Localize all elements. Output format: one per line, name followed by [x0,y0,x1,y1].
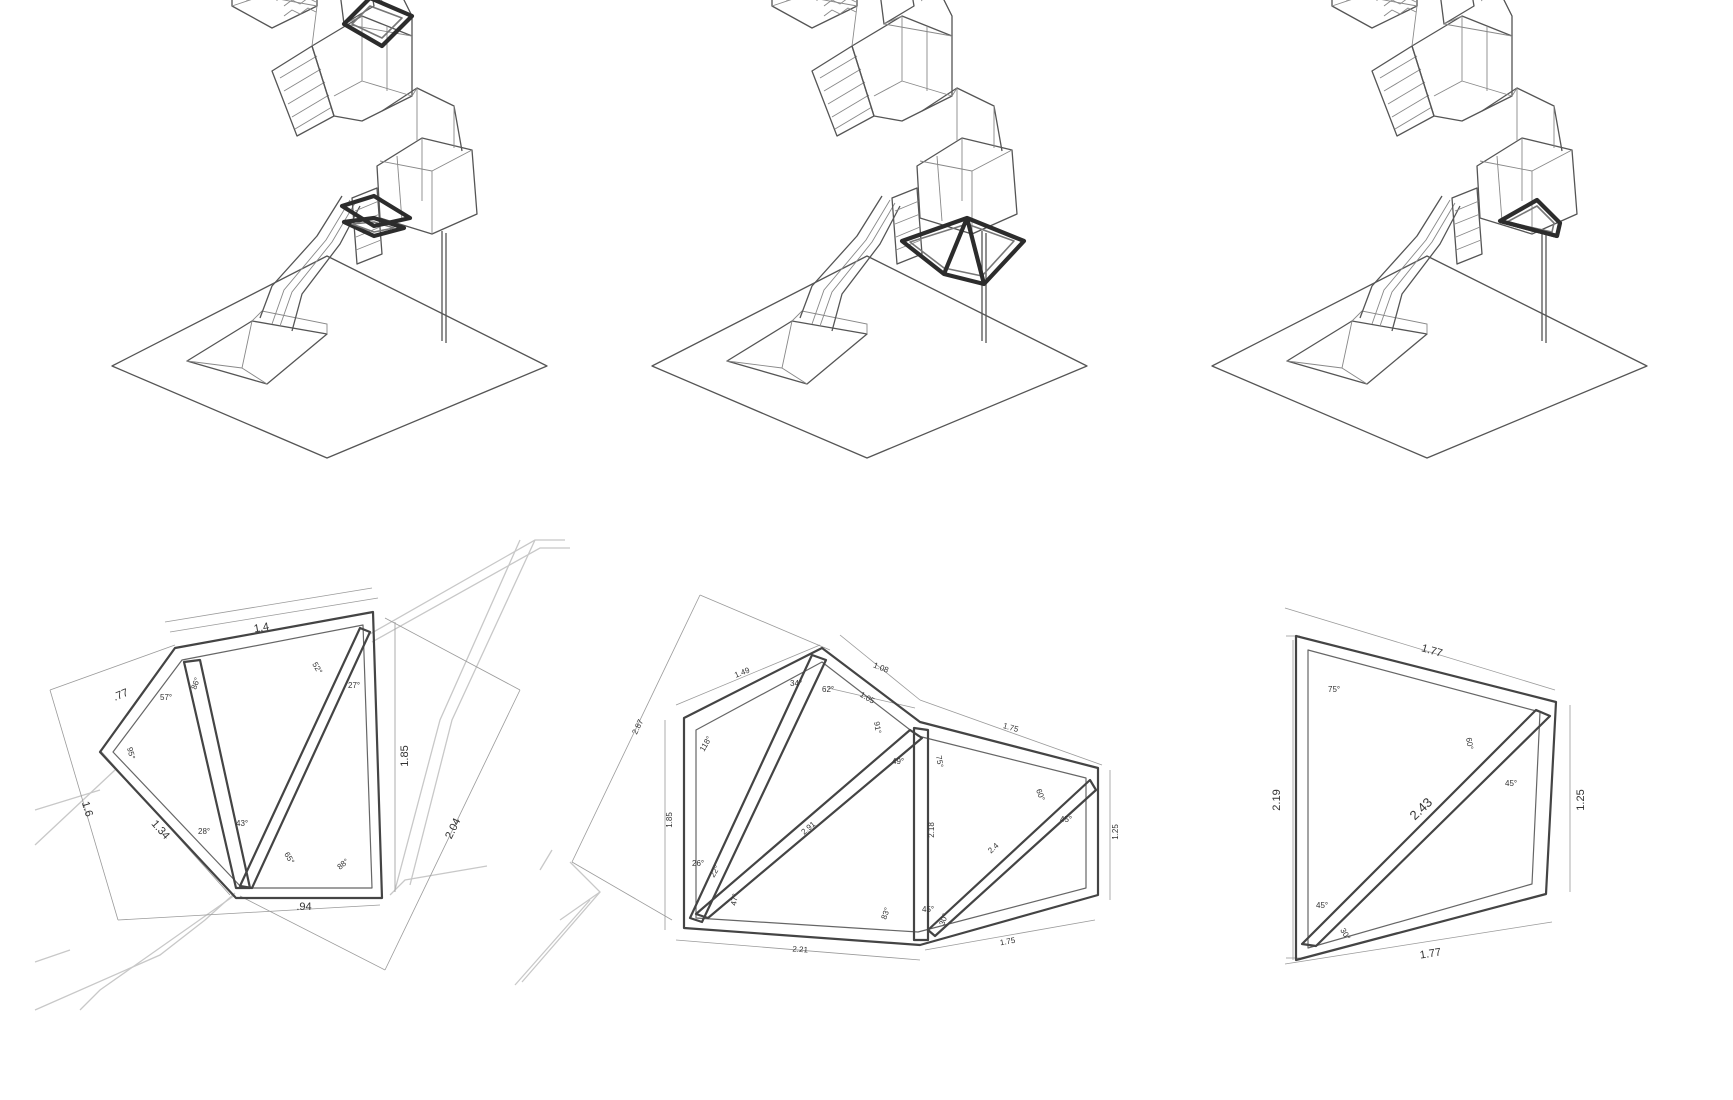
frame-panel-1: 1.4 .77 1.6 1.34 .94 1.85 2.04 57° 86° 5… [34,539,570,1011]
angle-label: 45° [1316,901,1328,910]
dimension-labels: 1.4 .77 1.6 1.34 .94 1.85 2.04 [79,621,463,913]
iso-view-3 [1211,0,1648,459]
dim-label: 2.04 [443,816,463,841]
angle-label: 75° [1328,685,1340,694]
dim-label: 1.6 [79,800,95,818]
dimension-lines [49,587,521,971]
dim-label: 1.25 [1111,824,1120,840]
angle-label: 86° [189,676,202,690]
dim-label: 2.43 [1407,795,1436,823]
angle-label: 83° [879,906,892,920]
dim-label: 1.77 [1420,642,1444,659]
iso-view-2 [651,0,1088,459]
angle-label: 34° [790,679,802,688]
dim-label: 1.77 [1419,946,1442,961]
dim-label: 1.4 [253,621,270,635]
frame-members [682,646,1100,947]
iso-view-1 [111,0,548,459]
dim-label: 1.85 [399,745,411,766]
dim-label: 1.05 [858,690,876,706]
frame-panel-2: 1.49 1.08 1.05 1.75 2.87 1.85 2.91 2.18 … [514,594,1120,986]
angle-label: 45° [1060,815,1072,824]
highlight-roof-frame [1497,197,1563,239]
angle-label: 27° [348,681,360,690]
angle-label: 60° [1034,788,1047,802]
angle-label: 118° [698,735,714,753]
angle-label: 45° [1505,779,1517,788]
dim-label: 2.21 [792,944,809,954]
angle-label: 52° [310,661,324,676]
dim-label: 2.4 [986,841,1001,855]
highlight-floor-frame [899,215,1027,287]
angle-label: 49° [892,757,904,766]
frame-members [1294,634,1558,962]
dimension-lines [571,594,1111,961]
ghost-context-lines [34,539,570,1011]
dim-label: 1.75 [999,936,1016,948]
angle-label: 28° [198,827,210,836]
frame-members [98,610,384,900]
angle-labels: 57° 86° 52° 27° 95° 28° 43° 65° 88° [125,661,360,872]
dim-label: 1.75 [1002,721,1020,734]
angle-label: 60° [1464,737,1475,750]
dimension-lines [1284,607,1571,965]
dim-label: 2.19 [1271,789,1283,810]
dim-label: 1.08 [872,661,890,675]
angle-label: 65° [282,851,296,866]
angle-label: 75° [934,755,945,768]
angle-label: 47° [729,893,740,906]
angle-label: 57° [160,693,172,702]
angle-labels: 34° 62° 118° 91° 49° 75° 60° 45° 26° 22°… [692,679,1072,927]
dim-label: 2.87 [630,717,645,735]
dim-label: .94 [296,901,311,913]
frame-panel-3: 1.77 2.19 2.43 1.25 1.77 75° 60° 45° 45°… [1271,607,1587,965]
angle-label: 26° [692,859,704,868]
highlight-upper-frame [341,0,415,49]
dim-label: .77 [112,687,131,704]
angle-label: 45° [922,905,934,914]
dim-label: 1.25 [1575,789,1587,810]
highlight-lower-frame [339,193,413,239]
angle-label: 95° [125,746,137,760]
angle-label: 62° [822,685,834,694]
angle-label: 30° [937,912,950,926]
angle-label: 22° [708,864,722,879]
ghost-context-lines [514,849,601,986]
dim-label: 2.18 [927,822,936,838]
angle-label: 43° [236,819,248,828]
angle-label: 91° [872,721,883,734]
dim-label: 1.85 [665,812,674,828]
angle-label: 88° [336,857,351,872]
dim-label: 1.34 [149,818,172,842]
dimension-labels: 1.49 1.08 1.05 1.75 2.87 1.85 2.91 2.18 … [630,661,1120,955]
